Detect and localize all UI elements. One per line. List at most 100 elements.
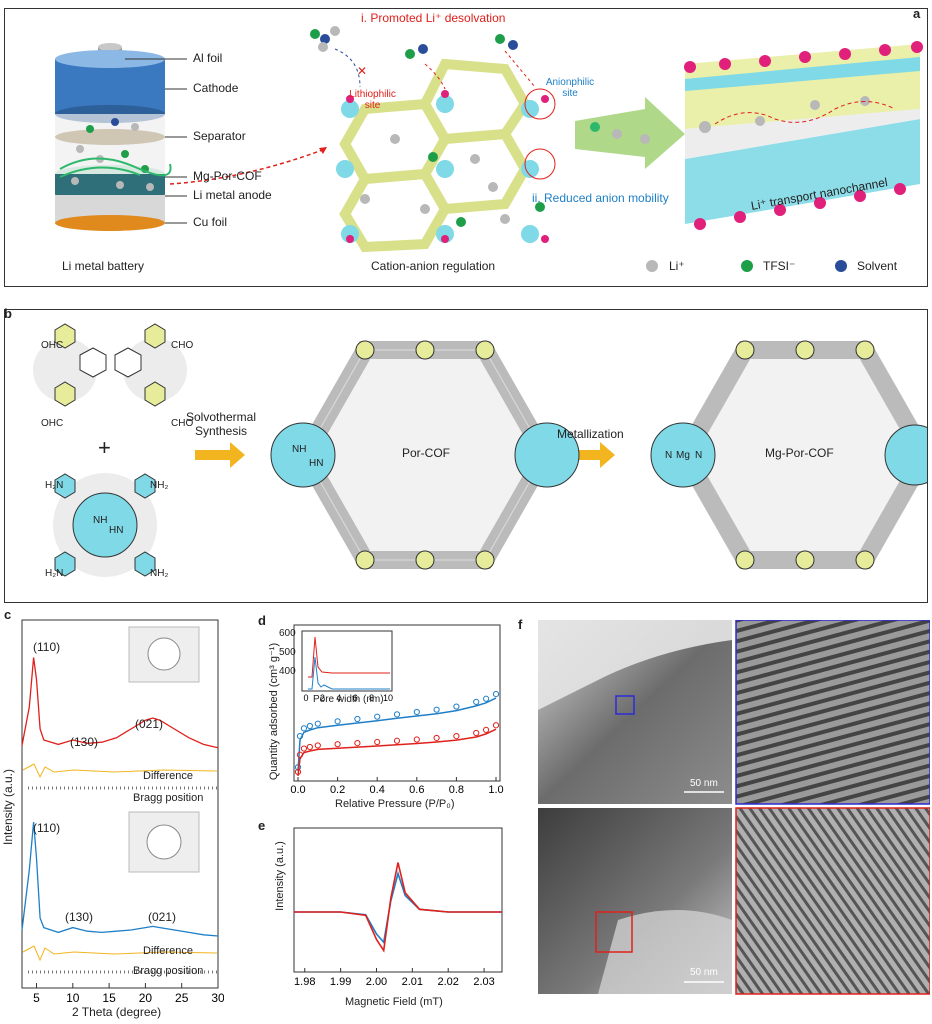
tem-fft-blue bbox=[735, 620, 930, 805]
d-inset-xtick-label-5: 10 bbox=[383, 693, 393, 703]
tem-selection-box-red bbox=[595, 911, 633, 953]
c-peak-130-top: (130) bbox=[70, 735, 99, 749]
scale-bar-bottom: 50 nm bbox=[690, 967, 718, 978]
li-legend-marker bbox=[646, 260, 658, 272]
isotherm-point-0-11 bbox=[453, 703, 460, 710]
d-inset-ytick-400: 400 bbox=[279, 666, 296, 677]
plus-sign: + bbox=[98, 435, 111, 460]
d-inset-xtick-label-4: 8 bbox=[369, 693, 374, 703]
li-anode-label: Li metal anode bbox=[193, 188, 272, 202]
isotherm-point-1-2 bbox=[300, 745, 308, 752]
panel-a-label: a bbox=[913, 6, 921, 21]
panel-e-frame bbox=[293, 827, 503, 973]
c-bragg-top: Bragg position bbox=[133, 792, 204, 804]
isotherm-point-1-12 bbox=[473, 729, 480, 737]
e-xtick-label-5: 2.03 bbox=[473, 976, 494, 988]
c-xtick-label-3: 20 bbox=[139, 991, 153, 1005]
monomer-nh-label: NH bbox=[93, 515, 108, 526]
d-ylabel: Quantity adsorbed (cm³ g⁻¹) bbox=[268, 642, 281, 781]
c-peak-130-bottom: (130) bbox=[65, 910, 94, 924]
al-foil-label: Al foil bbox=[193, 51, 223, 65]
mg-por-cof-label: Mg-Por-COF bbox=[765, 446, 834, 460]
epr-series-0 bbox=[294, 870, 502, 945]
cho-label-1: CHO bbox=[171, 340, 194, 351]
c-xlabel: 2 Theta (degree) bbox=[72, 1005, 162, 1019]
solvothermal-label: Solvothermal Synthesis bbox=[185, 410, 257, 438]
mg-por-cof-label: Mg-Por-COF bbox=[193, 169, 262, 183]
monomer-hn-label: HN bbox=[109, 525, 124, 536]
e-xtick-label-2: 2.00 bbox=[366, 976, 387, 988]
isotherm-point-0-6 bbox=[354, 715, 361, 723]
c-difference-bottom: Difference bbox=[143, 945, 193, 957]
panel-a: ✕ bbox=[4, 6, 928, 287]
d-xlabel: Relative Pressure (P/P₀) bbox=[335, 798, 455, 810]
c-xtick-label-5: 30 bbox=[211, 991, 224, 1005]
battery-caption: Li metal battery bbox=[62, 259, 145, 273]
panel-b: b OHC CHO OHC CHO + H₂N NH₂ H₂N NH₂ NH H… bbox=[4, 306, 928, 603]
d-inset-ytick-500: 500 bbox=[279, 647, 296, 658]
panel-c-label: c bbox=[4, 607, 12, 622]
separator-label: Separator bbox=[193, 129, 246, 143]
d-xtick-label-1: 0.2 bbox=[330, 784, 345, 796]
green-flow-arrow bbox=[575, 97, 685, 169]
porphyrin-monomer bbox=[53, 473, 157, 577]
nanochannel-illustration bbox=[684, 41, 923, 230]
d-inset-xtick-label-0: 0 bbox=[303, 693, 308, 703]
c-xtick-label-4: 25 bbox=[175, 991, 189, 1005]
panel-f-label: f bbox=[518, 617, 523, 632]
isotherm-point-1-14 bbox=[492, 722, 500, 729]
isotherm-point-1-7 bbox=[374, 738, 381, 746]
c-peak-021-top: (021) bbox=[135, 717, 164, 731]
c-xtick-label-0: 5 bbox=[33, 991, 40, 1005]
c-difference-top: Difference bbox=[143, 770, 193, 782]
solvent-legend-label: Solvent bbox=[857, 259, 898, 273]
e-xlabel: Magnetic Field (mT) bbox=[345, 996, 443, 1008]
anionphilic-label: Anionphilic site bbox=[545, 77, 595, 99]
isotherm-point-1-11 bbox=[453, 733, 460, 740]
h2n-label-2: H₂N bbox=[45, 568, 64, 579]
panel-c-auxiliary-traces bbox=[22, 763, 218, 974]
isotherm-point-1-4 bbox=[314, 742, 321, 749]
isotherm-point-0-1 bbox=[296, 733, 304, 740]
isotherm-point-0-8 bbox=[393, 711, 401, 718]
nh2-label-1: NH₂ bbox=[150, 480, 169, 491]
isotherm-line-0 bbox=[297, 697, 497, 772]
tem-fft-red bbox=[735, 807, 930, 995]
cof2-mg-core-mg: Mg bbox=[676, 450, 690, 461]
cu-foil-label: Cu foil bbox=[193, 215, 228, 229]
panel-c-frame bbox=[21, 619, 219, 989]
li-legend-label: Li⁺ bbox=[669, 259, 685, 273]
isotherm-point-0-2 bbox=[300, 725, 308, 732]
c-peak-110-bottom: (110) bbox=[33, 821, 61, 835]
regulation-caption: Cation-anion regulation bbox=[371, 259, 496, 273]
tfsi-legend-label: TFSI⁻ bbox=[763, 259, 796, 273]
synthesis-arrow bbox=[195, 442, 245, 468]
battery-illustration bbox=[55, 43, 172, 231]
cof2-mg-core-n2: N bbox=[695, 450, 703, 461]
ohc-label-2: OHC bbox=[41, 418, 64, 429]
ohc-label-1: OHC bbox=[41, 340, 64, 351]
isotherm-point-1-6 bbox=[354, 740, 361, 747]
cof1-nh-label: NH bbox=[292, 444, 307, 455]
isotherm-point-1-0 bbox=[294, 768, 302, 775]
isotherm-point-0-13 bbox=[483, 695, 490, 702]
legend-markers bbox=[646, 260, 847, 272]
panel-b-graphic bbox=[33, 323, 927, 577]
cof2-mg-core-n1: N bbox=[665, 450, 673, 461]
h2n-label-1: H₂N bbox=[45, 480, 64, 491]
isotherm-point-1-8 bbox=[393, 737, 401, 744]
d-inset-ytick-600: 600 bbox=[279, 628, 296, 639]
isotherm-point-0-5 bbox=[334, 718, 341, 725]
isotherm-point-1-10 bbox=[433, 734, 440, 742]
xrd-series-0 bbox=[21, 657, 219, 749]
e-xtick-label-0: 1.98 bbox=[294, 976, 315, 988]
e-xtick-label-3: 2.01 bbox=[402, 976, 423, 988]
e-ylabel: Intensity (a.u.) bbox=[273, 841, 286, 911]
d-inset-xtick-label-3: 6 bbox=[353, 693, 358, 703]
panel-c-series bbox=[21, 657, 219, 937]
cho-label-2: CHO bbox=[171, 418, 194, 429]
d-inset-xtick-label-1: 2 bbox=[320, 693, 325, 703]
